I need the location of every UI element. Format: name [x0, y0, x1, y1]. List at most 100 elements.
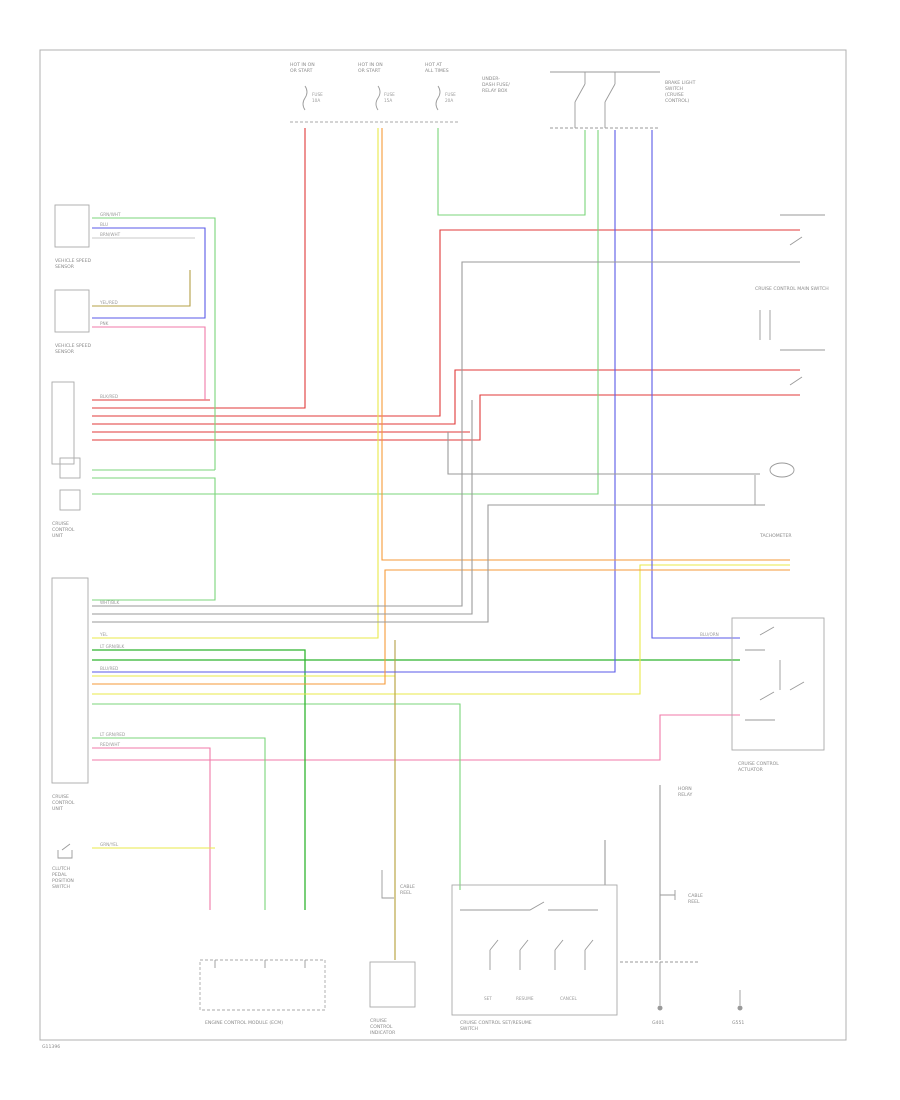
tachometer: TACHOMETER: [745, 462, 795, 539]
svg-text:CONTROL: CONTROL: [52, 800, 75, 806]
svg-text:OR START: OR START: [358, 68, 381, 74]
cruise-unit-label-5: CONTROL: [52, 800, 75, 806]
wire-tag-5: BLK/RED: [100, 394, 118, 399]
svg-text:CANCEL: CANCEL: [560, 996, 577, 1001]
wire-yellow-fuse2: [92, 128, 379, 639]
wire-tag-2: BRN/WHT: [100, 232, 121, 237]
wire-green-b1: [92, 130, 599, 495]
wire-pink-lower: [92, 747, 211, 910]
wire-blue-act: [651, 130, 740, 639]
wire-gray-3: [92, 504, 760, 623]
svg-text:FUSE: FUSE: [384, 92, 395, 97]
svg-text:LT GRN/RED: LT GRN/RED: [100, 732, 125, 737]
wire-tag-11: LT GRN/RED: [100, 732, 125, 737]
fuse-1-label-2: OR START: [290, 68, 313, 74]
wire-yellow-right: [92, 564, 790, 695]
svg-text:SENSOR: SENSOR: [55, 264, 75, 270]
fuse-box-label-2: DASH FUSE/: [482, 82, 510, 88]
svg-text:YEL: YEL: [99, 632, 108, 637]
ground-2-label: G551: [732, 1020, 744, 1026]
svg-text:GRN/YEL: GRN/YEL: [100, 842, 119, 847]
cable-reel: CABLE REEL CRUISE CONTROL INDICATOR: [369, 870, 416, 1036]
wire-gray-1: [92, 261, 800, 607]
svg-text:BLU/ORN: BLU/ORN: [700, 632, 719, 637]
wire-red-fuse1: [92, 128, 306, 409]
svg-text:SENSOR: SENSOR: [55, 349, 75, 355]
wire-pink-horn: [92, 714, 740, 761]
svg-text:CLUTCH: CLUTCH: [52, 866, 70, 872]
svg-text:ENGINE CONTROL MODULE (ECM): ENGINE CONTROL MODULE (ECM): [205, 1020, 283, 1026]
brake-light-switch: BRAKE LIGHT SWITCH (CRUISE CONTROL): [550, 71, 696, 129]
svg-text:FUSE: FUSE: [445, 92, 456, 97]
cable-reel-right-2: REEL: [688, 899, 700, 905]
wire-tag-10: YEL: [99, 632, 108, 637]
button-cancel-label: CANCEL: [560, 996, 577, 1001]
wire-tag-0: GRN/WHT: [100, 212, 121, 217]
svg-text:POSITION: POSITION: [52, 878, 74, 884]
svg-text:G551: G551: [732, 1020, 744, 1026]
fuse-3-label-1: HOT AT: [425, 62, 442, 68]
vss-label-2: SENSOR: [55, 264, 75, 270]
fuse-2-tag-1: FUSE: [384, 92, 395, 97]
svg-text:PEDAL: PEDAL: [52, 872, 67, 878]
fuse-2-label-1: HOT IN ON: [358, 62, 383, 68]
svg-text:LT GRN/BLK: LT GRN/BLK: [100, 644, 125, 649]
svg-text:TACHOMETER: TACHOMETER: [759, 533, 792, 539]
clutch-label-4: SWITCH: [52, 884, 70, 890]
brake-switch-label-2: SWITCH: [665, 86, 683, 92]
actuator-label-2: ACTUATOR: [738, 767, 764, 773]
wire-orange-2: [92, 569, 790, 685]
svg-text:OR START: OR START: [290, 68, 313, 74]
wire-tag-4: PNK: [100, 321, 109, 326]
clutch-label-1: CLUTCH: [52, 866, 70, 872]
indicator-label-2: CONTROL: [370, 1024, 393, 1030]
svg-text:20A: 20A: [445, 98, 453, 103]
svg-text:PNK: PNK: [100, 321, 109, 326]
cruise-unit-label-1: CRUISE: [52, 521, 69, 527]
wires: [92, 128, 800, 960]
svg-text:REEL: REEL: [688, 899, 700, 905]
svg-text:HORN: HORN: [678, 786, 692, 792]
svg-text:ALL TIMES: ALL TIMES: [425, 68, 449, 74]
wire-tag-9: RED/WHT: [100, 742, 120, 747]
button-resume-label: RESUME: [516, 996, 534, 1001]
cruise-unit-label-4: CRUISE: [52, 794, 69, 800]
grounds: G401 G551: [652, 962, 744, 1026]
svg-text:SET: SET: [484, 996, 492, 1001]
clutch-label-2: PEDAL: [52, 872, 67, 878]
wire-tag-3: YEL/RED: [99, 300, 118, 305]
svg-text:SWITCH: SWITCH: [665, 86, 683, 92]
cruise-unit-label-6: UNIT: [52, 806, 63, 812]
horn-label-1: HORN: [678, 786, 692, 792]
button-set-label: SET: [484, 996, 492, 1001]
svg-text:BLU/RED: BLU/RED: [100, 666, 118, 671]
fuse-box: HOT IN ON OR START FUSE 10A HOT IN ON OR…: [290, 62, 510, 123]
svg-text:CRUISE CONTROL MAIN SWITCH: CRUISE CONTROL MAIN SWITCH: [755, 286, 829, 292]
svg-text:CRUISE: CRUISE: [52, 794, 69, 800]
fuse-box-label-3: RELAY BOX: [482, 88, 507, 94]
ground-1-label: G401: [652, 1020, 664, 1026]
svg-text:BLU: BLU: [100, 222, 108, 227]
ecm-label: ENGINE CONTROL MODULE (ECM): [205, 1020, 283, 1026]
svg-text:BRAKE LIGHT: BRAKE LIGHT: [665, 80, 696, 86]
cable-reel-label-1: CABLE: [400, 884, 415, 890]
wire-red-bundle-a: [92, 229, 800, 417]
svg-text:RED/WHT: RED/WHT: [100, 742, 120, 747]
wire-dkgreen-1: [92, 649, 306, 910]
diagram-frame: [39, 49, 847, 1041]
fuse-1-tag-1: FUSE: [312, 92, 323, 97]
svg-text:VEHICLE SPEED: VEHICLE SPEED: [55, 343, 91, 349]
wire-blue-long: [92, 130, 616, 673]
svg-text:YEL/RED: YEL/RED: [99, 300, 118, 305]
wire-tag-7: LT GRN/BLK: [100, 644, 125, 649]
fuse-3-tag-1: FUSE: [445, 92, 456, 97]
actuator-label-1: CRUISE CONTROL: [738, 761, 779, 767]
fuse-2: HOT IN ON OR START FUSE 15A: [358, 62, 395, 111]
brake-switch-label-1: BRAKE LIGHT: [665, 80, 696, 86]
svg-text:RELAY BOX: RELAY BOX: [482, 88, 507, 94]
wire-tag-13: GRN/YEL: [100, 842, 119, 847]
vss-label-3: VEHICLE SPEED: [55, 343, 91, 349]
svg-text:CONTROL): CONTROL): [665, 98, 689, 104]
vehicle-speed-sensor: VEHICLE SPEED SENSOR VEHICLE SPEED SENSO…: [54, 204, 91, 355]
